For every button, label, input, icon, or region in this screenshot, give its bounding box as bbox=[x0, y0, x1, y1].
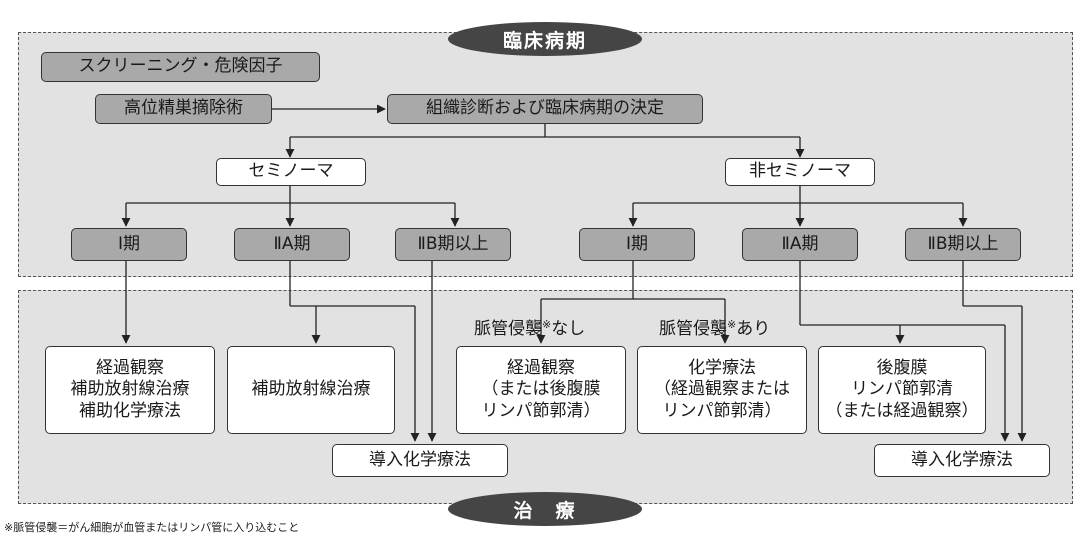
nonseminoma-stage-2b: ⅡB期以上 bbox=[905, 228, 1021, 261]
seminoma-stage-2a-treatment: 補助放射線治療 bbox=[227, 346, 395, 434]
seminoma-stage-2a: ⅡA期 bbox=[234, 228, 350, 261]
nonseminoma-stage-2a: ⅡA期 bbox=[742, 228, 858, 261]
nonseminoma-stage-2a-treatment: 後腹膜 リンパ節郭清 （または経過観察） bbox=[818, 346, 986, 434]
nonseminoma-stage-1-invasion-treatment: 化学療法 （経過観察または リンパ節郭清） bbox=[637, 346, 807, 434]
screening-box: スクリーニング・危険因子 bbox=[41, 52, 320, 82]
orchiectomy-box: 高位精巣摘除術 bbox=[95, 94, 272, 124]
nonseminoma-box: 非セミノーマ bbox=[725, 158, 875, 186]
induction-chemo-right: 導入化学療法 bbox=[874, 444, 1050, 477]
seminoma-box: セミノーマ bbox=[216, 158, 366, 186]
invasion-yes-label: 脈管侵襲※あり bbox=[659, 314, 770, 339]
clinical-stage-header: 臨床病期 bbox=[448, 22, 642, 56]
invasion-yes-text: 脈管侵襲 bbox=[659, 319, 727, 339]
nonseminoma-stage-1: Ⅰ期 bbox=[579, 228, 695, 261]
seminoma-stage-2b: ⅡB期以上 bbox=[395, 228, 511, 261]
seminoma-stage-1: Ⅰ期 bbox=[71, 228, 187, 261]
footnote: ※脈管侵襲＝がん細胞が血管またはリンパ管に入り込むこと bbox=[4, 521, 300, 534]
treatment-header: 治 療 bbox=[448, 492, 642, 526]
induction-chemo-left: 導入化学療法 bbox=[332, 444, 508, 477]
invasion-none-text: 脈管侵襲 bbox=[474, 319, 542, 339]
invasion-yes-asterisk: ※ bbox=[727, 318, 737, 331]
diagnosis-box: 組織診断および臨床病期の決定 bbox=[387, 94, 703, 124]
invasion-none-label: 脈管侵襲※なし bbox=[474, 314, 585, 339]
seminoma-stage-1-treatment: 経過観察 補助放射線治療 補助化学療法 bbox=[45, 346, 215, 434]
nonseminoma-stage-1-no-invasion-treatment: 経過観察 （または後腹膜 リンパ節郭清） bbox=[456, 346, 626, 434]
invasion-none-suffix: なし bbox=[551, 319, 586, 339]
invasion-none-asterisk: ※ bbox=[542, 318, 552, 331]
invasion-yes-suffix: あり bbox=[736, 319, 771, 339]
